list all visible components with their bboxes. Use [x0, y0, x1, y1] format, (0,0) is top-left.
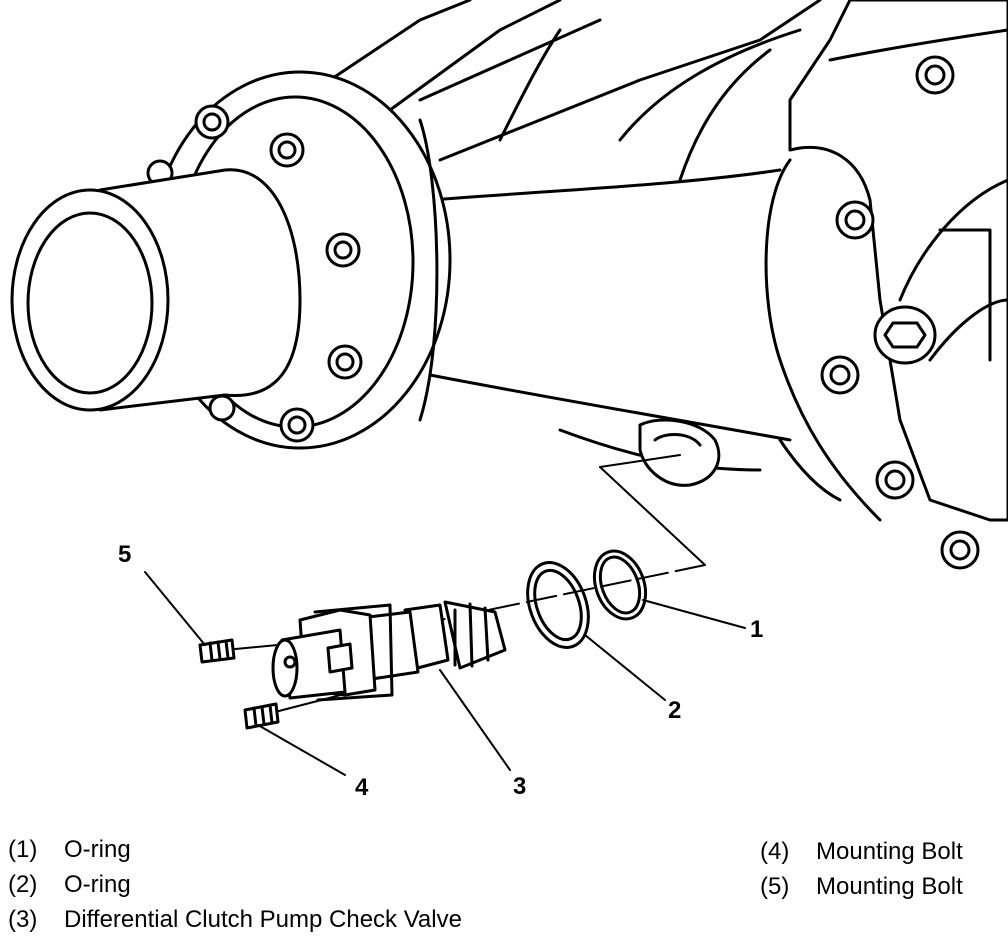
cover-bolt — [820, 355, 860, 395]
legend-label: O-ring — [64, 871, 131, 898]
legend-label: Differential Clutch Pump Check Valve — [64, 906, 462, 933]
cover-bolt — [915, 55, 955, 95]
legend-number: (1) — [8, 836, 38, 863]
mounting-bolt-5 — [198, 638, 236, 664]
axle-housing — [328, 0, 842, 502]
drain-plug — [873, 305, 937, 365]
legend-number: (3) — [8, 906, 38, 933]
legend-item-2: (2) O-ring — [8, 871, 131, 899]
flange-bolt — [325, 232, 361, 268]
mounting-bolt-4 — [243, 702, 280, 730]
differential-cover — [764, 0, 1008, 570]
valve-port — [638, 418, 721, 487]
leader-lines — [144, 571, 746, 776]
callout-3: 3 — [513, 773, 526, 800]
legend-number: (2) — [8, 871, 38, 898]
legend-item-5: (5) Mounting Bolt — [760, 873, 963, 901]
callout-4: 4 — [355, 774, 369, 801]
legend-label: Mounting Bolt — [816, 873, 963, 900]
flange-bolts — [146, 104, 363, 443]
legend-label: Mounting Bolt — [816, 838, 963, 865]
callout-1: 1 — [750, 616, 763, 643]
legend-number: (5) — [760, 873, 790, 900]
flange-bolt — [194, 104, 230, 140]
legend-number: (4) — [760, 838, 790, 865]
cover-bolt — [835, 200, 875, 240]
flange-bolt — [208, 394, 236, 422]
flange-bolt — [327, 344, 363, 380]
check-valve — [271, 600, 507, 702]
legend-item-3: (3) Differential Clutch Pump Check Valve — [8, 906, 462, 934]
legend-label: O-ring — [64, 836, 131, 863]
callout-2: 2 — [668, 697, 681, 724]
flange-bolt — [279, 407, 315, 443]
axle-tube — [10, 168, 302, 412]
flange-bolt — [269, 132, 305, 168]
o-ring-2 — [526, 561, 590, 649]
cover-bolt — [875, 460, 915, 500]
callout-5: 5 — [118, 541, 131, 568]
legend-item-4: (4) Mounting Bolt — [760, 838, 963, 866]
legend-item-1: (1) O-ring — [8, 836, 131, 864]
o-ring-1 — [592, 549, 648, 621]
cover-bolt — [940, 530, 980, 570]
